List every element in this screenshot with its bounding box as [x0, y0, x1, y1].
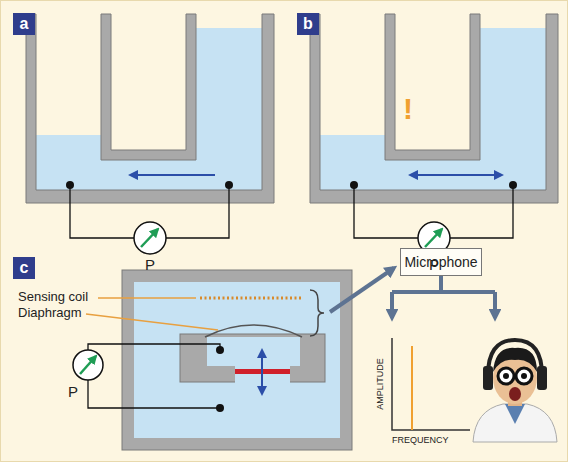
split-line — [392, 276, 495, 292]
probe-dot — [216, 346, 224, 354]
axis-label: FREQUENCY — [392, 436, 449, 446]
pressure-gauge — [73, 350, 103, 380]
node-text: b — [303, 16, 313, 32]
part-label: Sensing coil — [18, 290, 88, 304]
probe-dot — [225, 181, 233, 189]
pressure-gauge — [134, 222, 166, 254]
plot-axes — [392, 338, 470, 430]
process-box: Microphone — [400, 248, 482, 276]
probe-dot — [509, 181, 517, 189]
shirt — [505, 404, 525, 424]
lab-coat — [473, 404, 557, 442]
panel-label: c — [13, 257, 35, 279]
node-text: Microphone — [404, 254, 477, 270]
spectral-peak — [411, 346, 413, 430]
water — [320, 160, 546, 190]
sensor-chamber — [73, 268, 495, 450]
water — [134, 282, 340, 438]
signal-arrow — [493, 292, 497, 318]
water — [36, 160, 262, 190]
pupil — [521, 373, 527, 379]
leader-line — [86, 298, 218, 330]
probe-dot — [350, 181, 358, 189]
part-label: Diaphragm — [18, 306, 82, 320]
oscillation-arrow — [410, 174, 502, 176]
goggle — [498, 368, 514, 384]
u-tube-a — [26, 14, 274, 254]
pupil — [503, 373, 509, 379]
listener-figure — [473, 340, 557, 442]
ear-cup — [537, 366, 547, 390]
pressure-label: P — [429, 257, 439, 274]
gauge-needle — [141, 229, 158, 247]
chamber-wall — [122, 270, 352, 450]
probe-dot — [66, 181, 74, 189]
panel-label: b — [297, 13, 319, 35]
open-mouth — [509, 387, 521, 401]
node-text: a — [20, 16, 29, 32]
divider-wall — [385, 14, 480, 160]
water — [480, 28, 546, 160]
diaphragm — [205, 325, 302, 337]
headphone-band — [488, 340, 542, 378]
housing — [180, 334, 325, 382]
container-wall — [26, 14, 274, 203]
goggle — [516, 368, 532, 384]
hair — [493, 348, 537, 372]
water — [196, 28, 262, 160]
flow-arrow — [130, 174, 215, 176]
bracket — [310, 290, 324, 336]
panel-label: a — [13, 13, 35, 35]
ear-cup — [483, 366, 493, 390]
node-text: c — [20, 260, 29, 276]
probe-dot — [216, 404, 224, 412]
container-wall — [310, 14, 558, 203]
pressure-label: P — [145, 257, 155, 274]
signal-arrow — [330, 268, 394, 312]
pressure-label: P — [68, 384, 78, 401]
signal-arrow — [390, 292, 394, 318]
axis-label: AMPLITUDE — [376, 358, 386, 410]
gauge-needle — [425, 229, 442, 247]
cavity — [207, 337, 300, 366]
sensing-coil — [200, 297, 302, 300]
wire — [88, 344, 220, 408]
alert-mark: ! — [403, 92, 413, 125]
gauge-needle — [80, 356, 96, 374]
u-tube-b — [310, 14, 558, 254]
motion-arrow — [261, 350, 263, 394]
divider-wall — [101, 14, 196, 160]
